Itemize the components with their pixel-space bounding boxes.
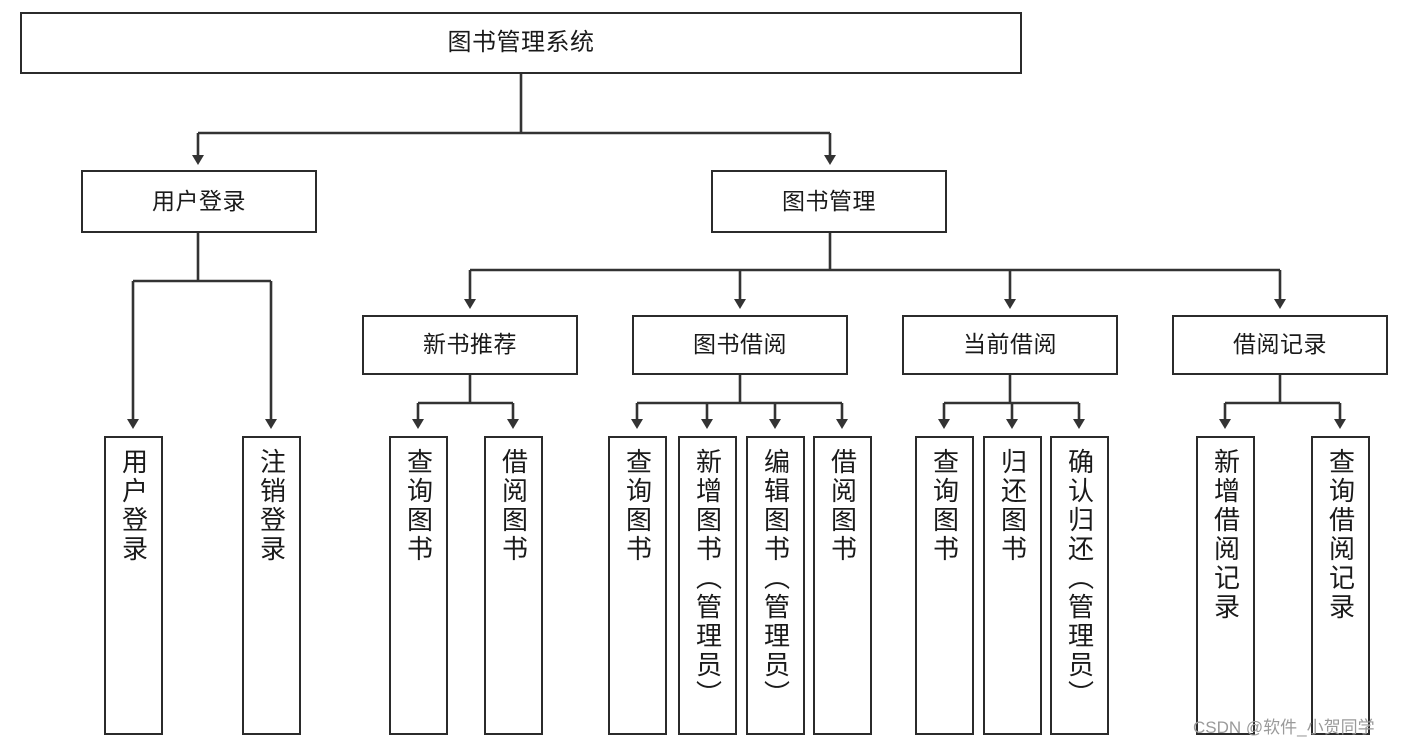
- leaf-query-book-current[interactable]: 查询图书: [915, 436, 974, 735]
- node-label: 编辑图书（管理员）: [760, 448, 791, 709]
- leaf-add-book-admin[interactable]: 新增图书（管理员）: [678, 436, 737, 735]
- node-label: 归还图书: [997, 448, 1028, 564]
- node-label: 确认归还（管理员）: [1064, 448, 1095, 709]
- node-new-book-recommend[interactable]: 新书推荐: [362, 315, 578, 375]
- leaf-query-book-borrow[interactable]: 查询图书: [608, 436, 667, 735]
- node-label: 查询图书: [929, 448, 960, 564]
- node-label: 查询借阅记录: [1325, 448, 1356, 622]
- node-root-system[interactable]: 图书管理系统: [20, 12, 1022, 74]
- node-label: 新增图书（管理员）: [692, 448, 723, 709]
- node-label: 图书管理: [782, 187, 876, 214]
- leaf-confirm-return-admin[interactable]: 确认归还（管理员）: [1050, 436, 1109, 735]
- node-label: 借阅记录: [1233, 331, 1327, 358]
- node-borrow-record[interactable]: 借阅记录: [1172, 315, 1388, 375]
- node-label: 图书管理系统: [447, 28, 595, 56]
- node-label: 注销登录: [256, 448, 287, 564]
- leaf-query-borrow-record[interactable]: 查询借阅记录: [1311, 436, 1370, 735]
- leaf-return-book[interactable]: 归还图书: [983, 436, 1042, 735]
- node-label: 用户登录: [118, 448, 149, 564]
- node-label: 图书借阅: [693, 331, 787, 358]
- node-book-borrow[interactable]: 图书借阅: [632, 315, 848, 375]
- node-label: 查询图书: [622, 448, 653, 564]
- node-label: 新书推荐: [423, 331, 517, 358]
- leaf-user-login[interactable]: 用户登录: [104, 436, 163, 735]
- leaf-add-borrow-record[interactable]: 新增借阅记录: [1196, 436, 1255, 735]
- leaf-borrow-book[interactable]: 借阅图书: [813, 436, 872, 735]
- node-book-management[interactable]: 图书管理: [711, 170, 947, 233]
- node-label: 当前借阅: [963, 331, 1057, 358]
- node-label: 查询图书: [403, 448, 434, 564]
- node-label: 用户登录: [152, 187, 246, 214]
- node-label: 新增借阅记录: [1210, 448, 1241, 622]
- leaf-borrow-book-newbook[interactable]: 借阅图书: [484, 436, 543, 735]
- leaf-query-book-newbook[interactable]: 查询图书: [389, 436, 448, 735]
- leaf-logout[interactable]: 注销登录: [242, 436, 301, 735]
- node-label: 借阅图书: [498, 448, 529, 564]
- node-current-borrow[interactable]: 当前借阅: [902, 315, 1118, 375]
- node-user-login[interactable]: 用户登录: [81, 170, 317, 233]
- node-label: 借阅图书: [827, 448, 858, 564]
- leaf-edit-book-admin[interactable]: 编辑图书（管理员）: [746, 436, 805, 735]
